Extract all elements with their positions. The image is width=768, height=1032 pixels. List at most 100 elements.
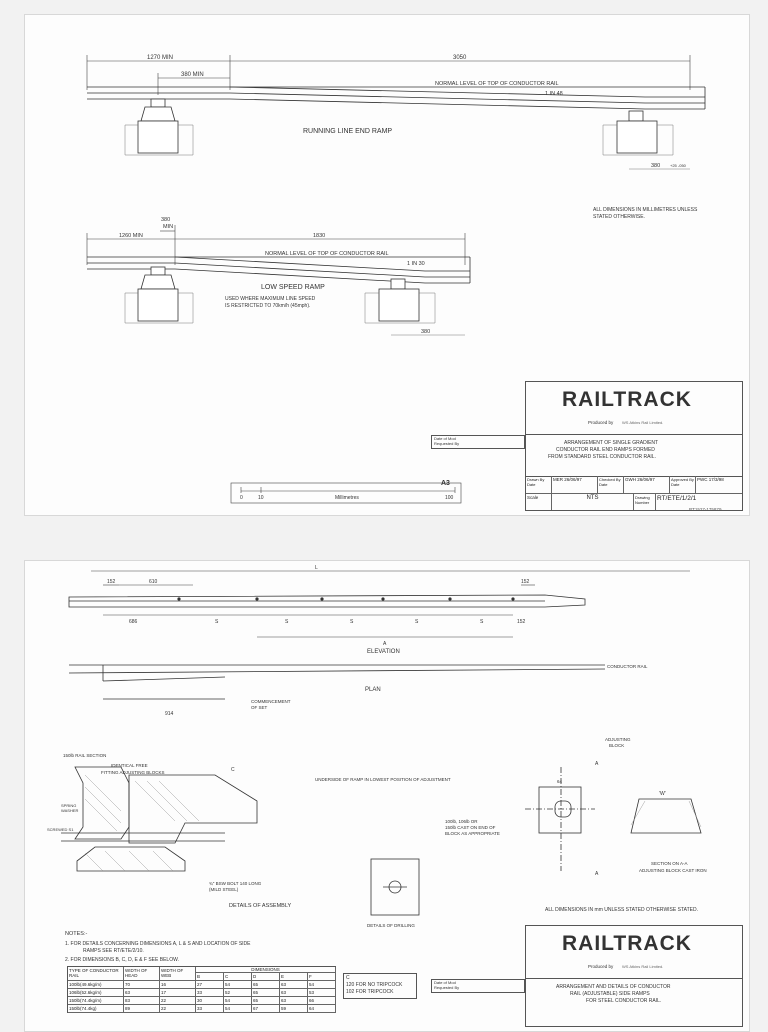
dimensions-table: TYPE OF CONDUCTOR RAIL WIDTH OF HEAD WID… bbox=[67, 966, 336, 1013]
bolt-1: ¾" BSW BOLT 140 LONG bbox=[209, 881, 262, 886]
mod-box: Date of Mod Requested By bbox=[431, 435, 525, 449]
scale-zero: 0 bbox=[240, 495, 243, 501]
elev-dim-610: 610 bbox=[149, 579, 158, 585]
elev-dim-a: A bbox=[383, 641, 387, 647]
low-ramp-note-2: IS RESTRICTED TO 70km/h (45mph). bbox=[225, 303, 310, 309]
drawing-sheet-end-ramps: 1270 MIN 380 MIN 3050 NORMAL LEVEL OF TO… bbox=[24, 14, 750, 516]
table-header-e: E bbox=[280, 973, 308, 981]
scale-bar bbox=[230, 482, 462, 504]
tripcock-line-1: 120 FOR NO TRIPCOCK bbox=[346, 982, 403, 988]
drawing-title-3: FROM STANDARD STEEL CONDUCTOR RAIL. bbox=[548, 454, 656, 460]
cell-f: 66 bbox=[308, 997, 336, 1005]
produced-by-value-2: WS Atkins Rail Limited. bbox=[622, 964, 664, 969]
side-ramp-drawing: 152 610 L 152 686 S S S S S 152 A ELEVAT… bbox=[47, 565, 707, 963]
produced-by-label: Produced by bbox=[588, 420, 614, 425]
adjusting-2: BLOCK bbox=[609, 743, 624, 748]
cell-c: 52 bbox=[224, 989, 252, 997]
note-1-line-2: RAMPS SEE RT/ETE/2/10. bbox=[83, 948, 144, 954]
low-insulator-right bbox=[378, 278, 420, 322]
table-header-c: C bbox=[224, 973, 252, 981]
elev-dim-bottom-152: 152 bbox=[517, 619, 526, 625]
elev-dim-s5: S bbox=[480, 619, 484, 625]
elev-dim-152: 152 bbox=[107, 579, 116, 585]
cell-rail-type: 150lb(74.4kg) bbox=[68, 1005, 124, 1013]
drawing2-title-3: FOR STEEL CONDUCTOR RAIL. bbox=[586, 998, 662, 1004]
drawing-title-1: ARRANGEMENT OF SINGLE GRADIENT bbox=[564, 440, 659, 446]
plan-dim-914: 914 bbox=[165, 711, 174, 717]
produced-by-value: WS Atkins Rail Limited. bbox=[622, 420, 664, 425]
low-ramp-title: LOW SPEED RAMP bbox=[261, 284, 325, 291]
cast-2: 150lb CAST ON END OF bbox=[445, 825, 496, 830]
running-normal-level: NORMAL LEVEL OF TOP OF CONDUCTOR RAIL bbox=[435, 81, 559, 87]
cell-rail-type: 106lb(52.6kg/m) bbox=[68, 989, 124, 997]
table-header-type: TYPE OF CONDUCTOR RAIL bbox=[68, 967, 124, 981]
low-ramp-note-1: USED WHERE MAXIMUM LINE SPEED bbox=[225, 296, 316, 302]
table-header-d: D bbox=[252, 973, 280, 981]
dim-1270: 1270 MIN bbox=[147, 55, 173, 61]
cell-b: 30 bbox=[196, 997, 224, 1005]
low-dim-380-right: 380 bbox=[421, 329, 430, 335]
cell-rail-type: 100lb(49.6kg/m) bbox=[68, 981, 124, 989]
cell-e: 59 bbox=[280, 1005, 308, 1013]
approved-label: Approved By Date bbox=[670, 476, 696, 494]
title-block-2: RAILTRACK Produced by WS Atkins Rail Lim… bbox=[525, 925, 743, 1027]
assembly-detail bbox=[61, 766, 258, 872]
low-dim-min: MIN bbox=[163, 224, 173, 230]
assembly-title: DETAILS OF ASSEMBLY bbox=[229, 903, 291, 909]
running-dim-380: 380 bbox=[651, 163, 660, 169]
drilling-title: DETAILS OF DRILLING bbox=[367, 923, 415, 928]
low-dim-1260: 1260 MIN bbox=[119, 233, 143, 239]
elevation-rail bbox=[68, 594, 586, 608]
mod-requested-label: Requested By bbox=[434, 441, 460, 446]
cell-b: 27 bbox=[196, 981, 224, 989]
scale-unit: Millimetres bbox=[335, 495, 359, 501]
low-gradient: 1 IN 30 bbox=[407, 261, 425, 267]
bolt-2: (MILD STEEL) bbox=[209, 887, 239, 892]
cell-e: 63 bbox=[280, 981, 308, 989]
cell-e: 63 bbox=[280, 989, 308, 997]
cell-c: 54 bbox=[224, 1005, 252, 1013]
running-dim-tol: +25 -050 bbox=[670, 163, 687, 168]
mod-date-label-2: Date of Mod bbox=[434, 980, 456, 985]
drawing2-title-2: RAIL (ADJUSTABLE) SIDE RAMPS bbox=[570, 991, 650, 997]
railtrack-logo: RAILTRACK bbox=[562, 388, 692, 411]
produced-by-label-2: Produced by bbox=[588, 964, 614, 969]
drawing2-title-1: ARRANGEMENT AND DETAILS OF CONDUCTOR bbox=[556, 984, 671, 990]
mod-requested-label-2: Requested By bbox=[434, 985, 460, 990]
cell-f: 54 bbox=[308, 981, 336, 989]
cell-f: 64 bbox=[308, 1005, 336, 1013]
identical-2: FITTING ADJUSTING BLOCKS bbox=[101, 770, 165, 775]
table-header-f: F bbox=[308, 973, 336, 981]
cell-head: 63 bbox=[124, 989, 160, 997]
running-gradient: 1 IN 48 bbox=[545, 91, 563, 97]
elev-dim-s3: S bbox=[350, 619, 354, 625]
screwed-label: SCREWED S1 bbox=[47, 827, 74, 832]
cell-web: 22 bbox=[160, 997, 196, 1005]
cell-web: 16 bbox=[160, 981, 196, 989]
sheet-ref: RT1527-175879 bbox=[689, 507, 722, 512]
adjusting-1: ADJUSTING bbox=[605, 737, 631, 742]
spring-2: WASHER bbox=[61, 808, 79, 813]
elev-dim-s1: S bbox=[215, 619, 219, 625]
block-dim-64: 64 bbox=[557, 779, 563, 784]
cell-head: 83 bbox=[124, 997, 160, 1005]
tripcock-c: C bbox=[346, 975, 350, 981]
assembly-dim-c: C bbox=[231, 767, 235, 773]
dim-3050: 3050 bbox=[453, 55, 467, 61]
elevation-title: ELEVATION bbox=[367, 649, 400, 655]
cast-3: BLOCK AS APPROPRIATE bbox=[445, 831, 500, 836]
note-1-line-1: 1. FOR DETAILS CONCERNING DIMENSIONS A, … bbox=[65, 941, 251, 947]
dim-380-min: 380 MIN bbox=[181, 72, 204, 78]
section-aa-1: SECTION ON A-A bbox=[651, 861, 688, 866]
drawing-number-value: RT/ETE/1/2/1 bbox=[657, 495, 697, 502]
cell-head: 89 bbox=[124, 1005, 160, 1013]
table-header-head: WIDTH OF HEAD bbox=[124, 967, 160, 981]
identical-1: IDENTICAL FREE bbox=[111, 763, 148, 768]
plan-title: PLAN bbox=[365, 687, 381, 693]
sheet-size: A3 bbox=[441, 480, 450, 487]
cell-b: 33 bbox=[196, 989, 224, 997]
mod-box-2: Date of Mod Requested By bbox=[431, 979, 525, 993]
cell-f: 53 bbox=[308, 989, 336, 997]
drawing-sheet-side-ramps: 152 610 L 152 686 S S S S S 152 A ELEVAT… bbox=[24, 560, 750, 1032]
commencement-1: COMMENCEMENT bbox=[251, 699, 291, 704]
